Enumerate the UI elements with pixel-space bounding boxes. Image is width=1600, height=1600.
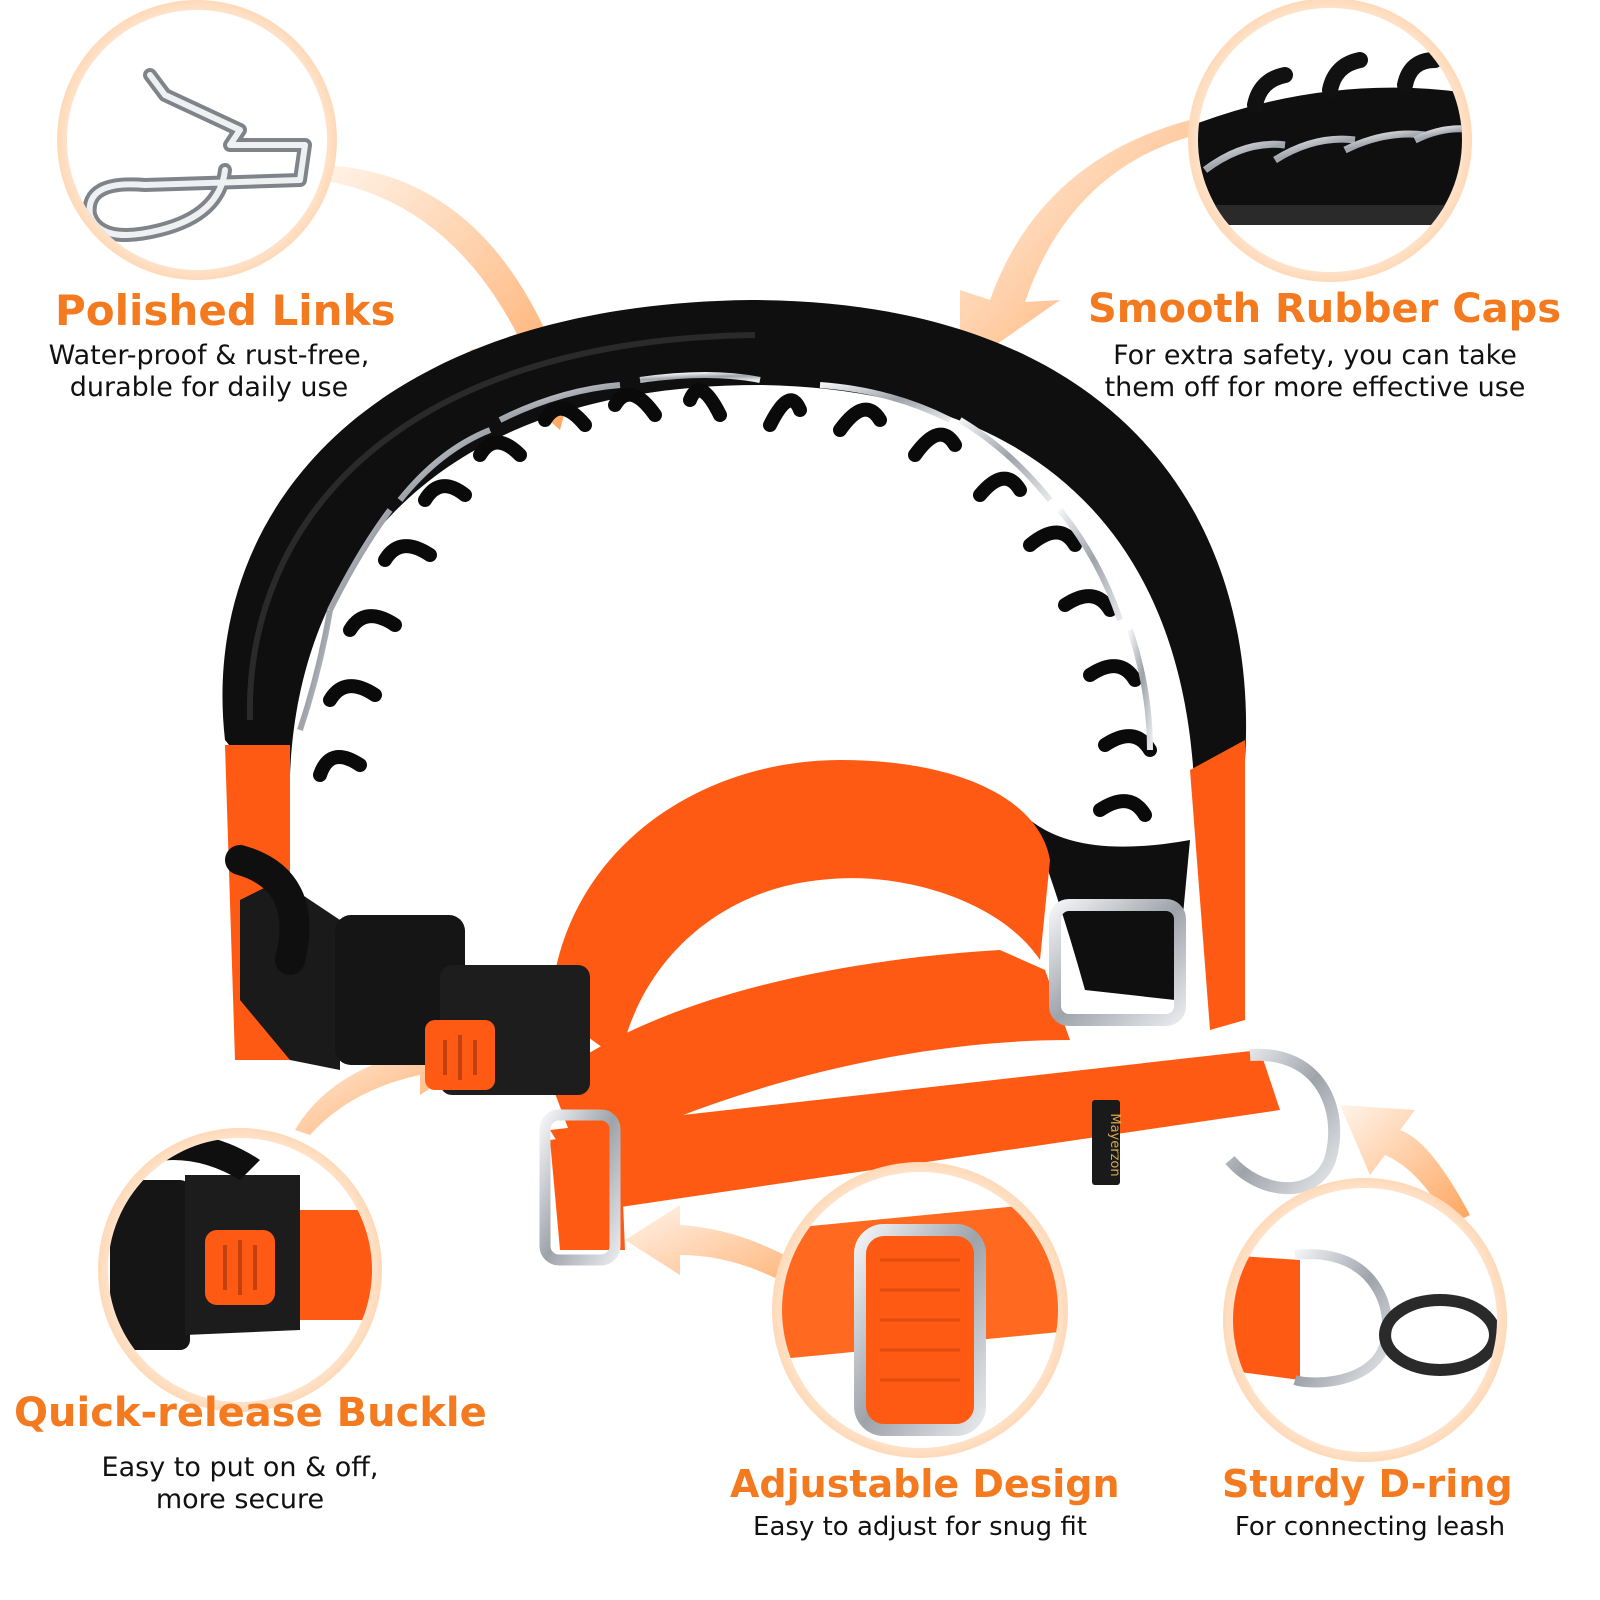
- feature-desc-d-ring: For connecting leash: [1205, 1512, 1535, 1543]
- feature-title-polished-links: Polished Links: [55, 286, 396, 335]
- brand-tag-text: Mayerzon: [1107, 1113, 1122, 1176]
- desc-line: Water-proof & rust-free,: [48, 340, 370, 371]
- inset-buckle: [98, 1128, 382, 1412]
- feature-desc-adjustable: Easy to adjust for snug fit: [720, 1512, 1120, 1543]
- feature-title-adjustable: Adjustable Design: [730, 1462, 1120, 1506]
- feature-desc-buckle: Easy to put on & off, more secure: [40, 1452, 440, 1517]
- inset-d-ring: [1223, 1178, 1507, 1462]
- feature-title-buckle: Quick-release Buckle: [14, 1390, 487, 1436]
- inset-adjustable: [772, 1162, 1068, 1458]
- martingale-lower: [550, 950, 1070, 1160]
- slider-icon: [782, 1200, 1058, 1436]
- callout-arrow-dring: [1340, 1105, 1470, 1225]
- callout-arrow-caps: [960, 120, 1195, 370]
- lower-strap: [550, 1050, 1280, 1210]
- desc-line: Easy to put on & off,: [101, 1452, 379, 1483]
- desc-line: For extra safety, you can take: [1113, 340, 1517, 371]
- slider-left: [539, 1109, 621, 1266]
- inset-rubber-caps: [1188, 0, 1472, 282]
- slider-right: [1049, 899, 1186, 1026]
- d-ring-icon: [1233, 1249, 1497, 1388]
- desc-line: For connecting leash: [1234, 1512, 1506, 1542]
- main-collar: Mayerzon: [222, 300, 1341, 1266]
- strap-right: [1190, 740, 1245, 1030]
- feature-title-rubber-caps: Smooth Rubber Caps: [1088, 286, 1562, 332]
- prong-row: [313, 383, 1157, 822]
- desc-line: durable for daily use: [69, 372, 349, 404]
- desc-line: more secure: [155, 1484, 325, 1516]
- martingale-loop: [550, 760, 1050, 1060]
- brand-tag: [1092, 1100, 1120, 1185]
- buckle: [225, 845, 590, 1095]
- lower-strap-tail: [550, 1130, 625, 1250]
- d-ring: [1225, 1048, 1341, 1195]
- rubber-cap-icon: [1198, 52, 1462, 230]
- feature-title-d-ring: Sturdy D-ring: [1222, 1462, 1513, 1506]
- feature-desc-rubber-caps: For extra safety, you can take them off …: [1080, 340, 1550, 405]
- inset-polished-links: [57, 0, 337, 280]
- feature-desc-polished-links: Water-proof & rust-free, durable for dai…: [24, 340, 394, 405]
- desc-line: Easy to adjust for snug fit: [753, 1512, 1087, 1542]
- link-row: [297, 372, 1153, 751]
- desc-line: them off for more effective use: [1104, 372, 1526, 404]
